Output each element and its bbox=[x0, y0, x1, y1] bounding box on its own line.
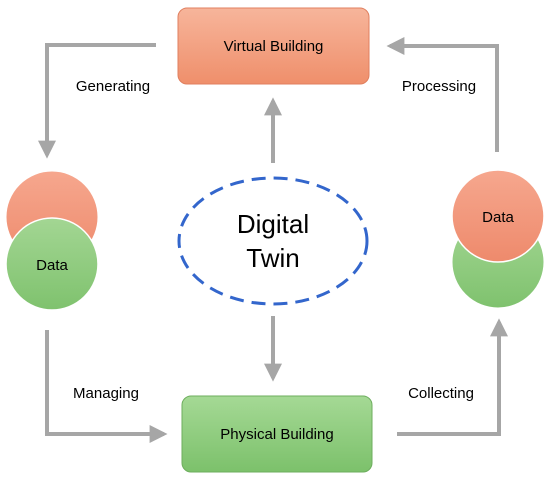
edge-label-generating: Generating bbox=[76, 78, 150, 95]
physical-building-node: Physical Building bbox=[181, 395, 373, 473]
data-left-label: Data bbox=[36, 257, 68, 274]
virtual-building-node: Virtual Building bbox=[177, 7, 370, 85]
arrow-collecting bbox=[397, 318, 508, 436]
arrow-generating bbox=[38, 43, 156, 159]
digital-twin-line1: Digital bbox=[237, 209, 309, 239]
virtual-building-box bbox=[177, 7, 370, 85]
edge-label-managing: Managing bbox=[73, 385, 139, 402]
digital-twin-line2: Twin bbox=[246, 243, 299, 273]
arrow-processing bbox=[386, 37, 499, 152]
data-left-bottom-circle bbox=[5, 217, 99, 311]
data-right-label: Data bbox=[482, 209, 514, 226]
digital-twin-ellipse bbox=[177, 176, 369, 306]
data-right-top-circle bbox=[451, 169, 545, 263]
physical-building-box bbox=[181, 395, 373, 473]
edge-label-processing: Processing bbox=[402, 78, 476, 95]
data-right-node: Data bbox=[451, 169, 545, 309]
edge-label-collecting: Collecting bbox=[408, 385, 474, 402]
arrow-managing bbox=[45, 330, 168, 443]
digital-twin-node: Digital Twin bbox=[177, 176, 369, 306]
data-left-node: Data bbox=[5, 170, 99, 311]
virtual-building-label: Virtual Building bbox=[224, 38, 324, 55]
physical-building-label: Physical Building bbox=[220, 426, 333, 443]
